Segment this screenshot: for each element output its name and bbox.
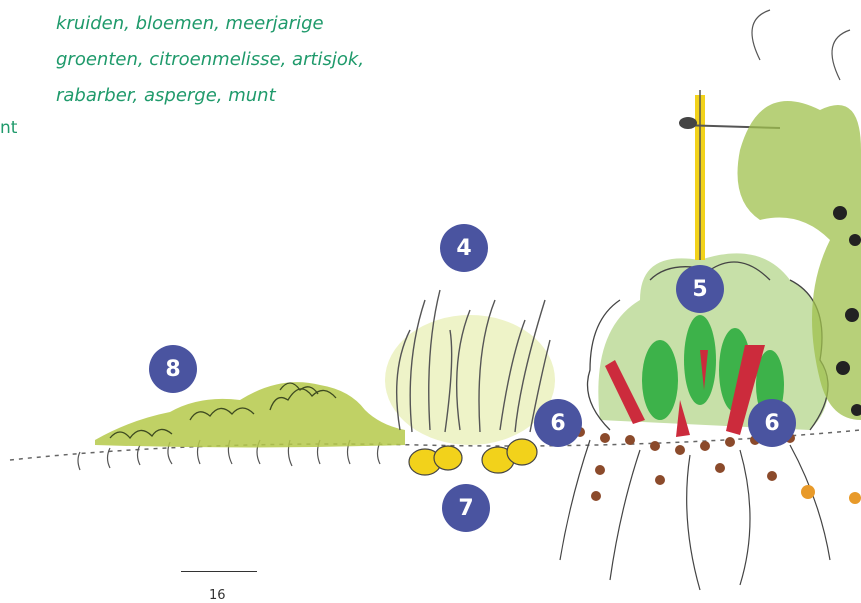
marker-badge-7: 7 xyxy=(442,484,490,532)
marker-badge-6: 6 xyxy=(534,399,582,447)
page-number: 16 xyxy=(209,588,226,603)
marker-badge-6: 6 xyxy=(748,399,796,447)
marker-badge-5: 5 xyxy=(676,265,724,313)
marker-badge-4: 4 xyxy=(440,224,488,272)
marker-badge-8: 8 xyxy=(149,345,197,393)
footer-rule xyxy=(181,571,257,572)
